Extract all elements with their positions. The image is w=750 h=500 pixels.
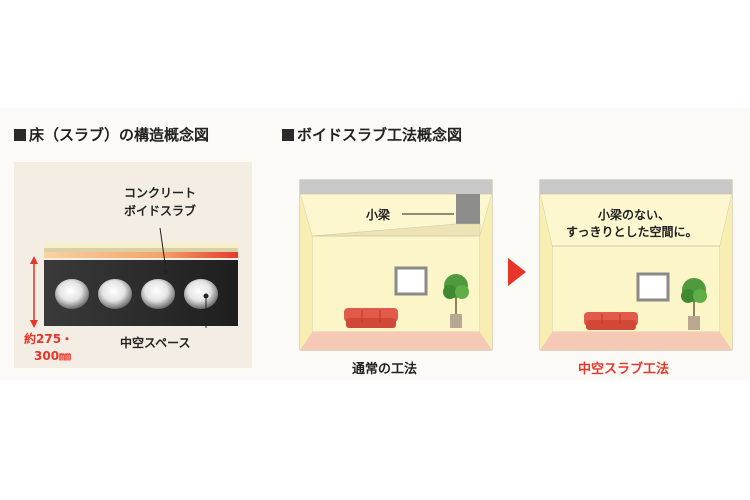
plant-icon <box>681 278 707 330</box>
before-room <box>299 179 493 351</box>
after-note-line2: すっきりとした空間に。 <box>566 225 698 239</box>
window-icon <box>394 266 428 296</box>
right-heading-text: ボイドスラブ工法概念図 <box>297 126 463 144</box>
right-heading: ボイドスラブ工法概念図 <box>282 124 462 145</box>
thickness-label-line2: 300㎜ <box>34 349 72 363</box>
hollow-void <box>184 279 218 309</box>
before-caption: 通常の工法 <box>352 362 418 377</box>
hollow-void <box>141 279 175 309</box>
left-heading-text: 床（スラブ）の構造概念図 <box>29 126 210 144</box>
hollow-void <box>98 279 132 309</box>
plant-icon <box>443 274 469 328</box>
square-bullet-icon <box>282 129 294 141</box>
after-room <box>539 179 733 351</box>
arrow-right-icon <box>508 258 526 286</box>
slab-label-line1: コンクリート <box>124 186 197 200</box>
after-caption: 中空スラブ工法 <box>578 362 670 377</box>
thickness-label-line1: 約275・ <box>24 332 74 346</box>
window-icon <box>636 272 670 302</box>
thickness-arrow <box>30 256 38 328</box>
sofa-icon <box>344 308 398 328</box>
slab-label-line2: ボイドスラブ <box>124 204 197 218</box>
hollow-space-label: 中空スペース <box>120 336 191 350</box>
left-heading: 床（スラブ）の構造概念図 <box>14 124 209 145</box>
square-bullet-icon <box>14 129 26 141</box>
sofa-icon <box>584 312 638 330</box>
leader-lines <box>159 227 209 328</box>
floor-finish-layers <box>44 243 238 258</box>
beam-label: 小梁 <box>366 208 391 222</box>
hollow-void <box>55 279 89 309</box>
after-note-line1: 小梁のない、 <box>598 208 671 222</box>
concrete-slab <box>44 260 238 326</box>
